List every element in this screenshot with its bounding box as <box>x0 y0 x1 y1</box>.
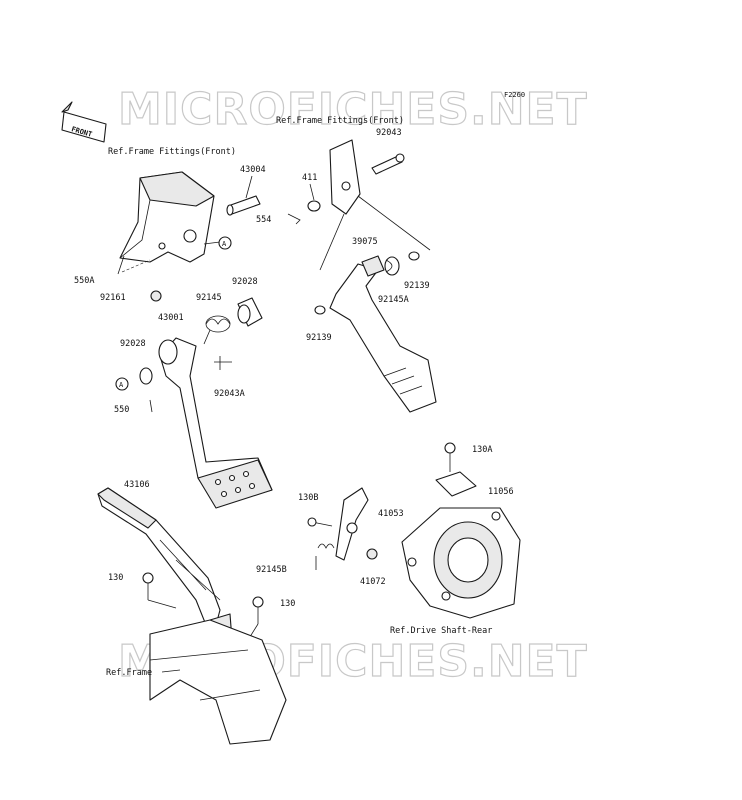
part-label-43001: 43001 <box>158 313 184 323</box>
bracket-11056 <box>435 471 477 497</box>
part-label-92028-top: 92028 <box>232 277 258 287</box>
part-label-92139-bottom: 92139 <box>306 333 332 343</box>
ref-frame-fittings-front-right: Ref.Frame Fittings(Front) <box>276 116 404 126</box>
callout-marker-a-bottom: A <box>115 377 129 391</box>
part-label-43004: 43004 <box>240 165 266 175</box>
part-label-92043: 92043 <box>376 128 402 138</box>
part-label-550A: 550A <box>74 276 94 286</box>
part-label-92145A: 92145A <box>378 295 409 305</box>
part-label-43106: 43106 <box>124 480 150 490</box>
part-label-550: 550 <box>114 405 129 415</box>
svg-text:A: A <box>119 381 124 389</box>
bushing-92028-top <box>237 297 263 327</box>
washer-41072 <box>366 548 378 560</box>
bolt-130-right <box>252 596 264 624</box>
washer-411 <box>307 200 321 212</box>
pin-43004 <box>226 195 261 216</box>
bracket-39075 <box>361 255 385 277</box>
part-label-11056: 11056 <box>488 487 514 497</box>
spring-92145 <box>203 315 231 345</box>
part-label-130A: 130A <box>472 445 492 455</box>
part-label-92145: 92145 <box>196 293 222 303</box>
callout-marker-a-top: A <box>218 236 232 250</box>
frame-fitting-bracket-right <box>329 139 361 215</box>
part-label-92145B: 92145B <box>256 565 287 575</box>
bolt-130-left <box>142 572 154 600</box>
pin-92043 <box>371 153 405 175</box>
drive-shaft-rear-housing <box>401 507 521 619</box>
part-label-554: 554 <box>256 215 271 225</box>
bolt-130A <box>444 442 456 472</box>
front-arrow-icon: FRONT <box>61 101 107 143</box>
part-label-92028-bottom: 92028 <box>120 339 146 349</box>
nut-92161 <box>150 290 162 302</box>
part-label-41053: 41053 <box>378 509 404 519</box>
bushing-92028-bottom <box>139 367 153 385</box>
brake-pedal <box>158 337 273 509</box>
parking-brake-lever <box>97 487 221 641</box>
lever-41053 <box>335 487 369 561</box>
part-label-411: 411 <box>302 173 317 183</box>
frame-fitting-bracket-left <box>119 171 215 263</box>
ref-frame: Ref.Frame <box>106 668 152 678</box>
part-label-130-right: 130 <box>280 599 295 609</box>
bolt-92043A <box>214 356 232 370</box>
part-label-92161: 92161 <box>100 293 126 303</box>
part-label-92139-top: 92139 <box>404 281 430 291</box>
part-label-130B: 130B <box>298 493 318 503</box>
part-label-130-left: 130 <box>108 573 123 583</box>
part-label-92043A: 92043A <box>214 389 245 399</box>
diagram-code: F2260 <box>504 91 525 99</box>
bushing-92139-top <box>408 251 420 261</box>
ref-drive-shaft-rear: Ref.Drive Shaft-Rear <box>390 626 492 636</box>
bushing-92139-bottom <box>314 305 326 315</box>
svg-text:A: A <box>222 240 227 248</box>
part-label-41072: 41072 <box>360 577 386 587</box>
cotter-pin-554 <box>287 213 301 225</box>
spring-92145B <box>315 543 335 570</box>
ref-frame-fittings-front-left: Ref.Frame Fittings(Front) <box>108 147 236 157</box>
watermark-top: MICROFICHES.NET <box>118 84 588 135</box>
part-label-39075: 39075 <box>352 237 378 247</box>
spring-92145A <box>384 256 400 276</box>
frame <box>149 619 287 745</box>
